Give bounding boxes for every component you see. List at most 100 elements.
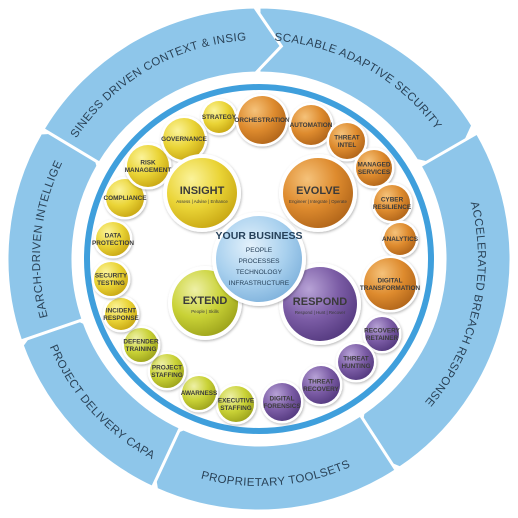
ring-segment-business-driven-context-insight: [40, 5, 284, 166]
service-bubble-compliance: COMPLIANCE: [103, 176, 148, 220]
quadrant-insight: INSIGHT Assess | Advise | Enhance: [163, 154, 241, 232]
quadrant-subtitle: Assess | Advise | Enhance: [176, 199, 228, 204]
bubble-label: HUNTING: [341, 363, 370, 370]
bubble-label: AWARNESS: [181, 390, 218, 397]
service-bubble-awarness: AWARNESS: [179, 373, 219, 413]
bubble-fill: [150, 354, 184, 388]
bubble-fill: [106, 179, 144, 217]
bubble-label: STRATEGY: [202, 114, 237, 121]
bubble-fill: [163, 118, 205, 160]
bubble-fill: [127, 145, 169, 187]
bubble-label: THREAT: [334, 135, 360, 142]
quadrant-title: EVOLVE: [296, 185, 340, 197]
quadrant-evolve: EVOLVE Engineer | Integrate | Operate: [279, 154, 357, 232]
bubble-label: GOVERNANCE: [161, 136, 208, 143]
bubble-label: PROJECT: [152, 365, 182, 372]
quadrant-fill: [283, 267, 357, 341]
bubble-fill: [218, 386, 254, 422]
quadrant-title: RESPOND: [293, 296, 347, 308]
bubble-fill: [203, 101, 235, 133]
bubble-label: STAFFING: [151, 372, 183, 379]
bubble-label: MANAGED: [357, 162, 390, 169]
bubble-fill: [94, 262, 128, 296]
bubble-label: THREAT: [308, 379, 334, 386]
bubble-fill: [329, 123, 365, 159]
quadrant-subtitle: Engineer | Integrate | Operate: [289, 199, 347, 204]
core-line-people: PEOPLE: [246, 247, 273, 254]
bubble-label: TRANSFORMATION: [360, 285, 421, 292]
bubble-label: RESILIENCE: [373, 204, 412, 211]
ring-segment-research-driven-intelligence: [5, 128, 100, 343]
bubble-fill: [291, 105, 331, 145]
bubble-label: AUTOMATION: [290, 122, 333, 129]
bubble-label: DIGITAL: [377, 278, 402, 285]
service-bubble-automation: AUTOMATION: [288, 102, 334, 148]
service-bubble-strategy: STRATEGY: [200, 98, 238, 136]
bubble-label: ORCHESTRATION: [234, 117, 290, 124]
bubble-label: RESPONSE: [103, 315, 139, 322]
ring-segment-scalable-adaptive-security: [257, 5, 475, 171]
quadrant-fill: [167, 158, 237, 228]
core-line-technology: TECHNOLOGY: [236, 269, 283, 276]
bubble-label: THREAT: [343, 356, 369, 363]
bubble-label: DIGITAL: [269, 396, 294, 403]
ring-segment-accelerated-breach-response: [354, 130, 513, 470]
bubble-label: STAFFING: [220, 405, 252, 412]
bubble-label: RETAINER: [366, 335, 399, 342]
bubble-label: RECOVERY: [303, 386, 339, 393]
inner-ring-band: [84, 84, 434, 434]
service-bubble-analytics: ANALYTICS: [381, 220, 419, 258]
bubble-fill: [105, 298, 137, 330]
core-line-infrastructure: INFRASTRUCTURE: [229, 280, 290, 287]
quadrant-subtitle: People | Skills: [191, 309, 219, 314]
bubble-fill: [364, 258, 416, 310]
bubble-label: PROTECTION: [92, 240, 134, 247]
bubble-fill: [124, 328, 158, 362]
bubble-label: TESTING: [97, 280, 125, 287]
bubble-fill: [384, 223, 416, 255]
bubble-fill: [374, 185, 410, 221]
service-bubble-orchestration: ORCHESTRATION: [234, 93, 290, 147]
bubble-label: SERVICES: [358, 169, 391, 176]
bubble-label: INCIDENT: [106, 308, 136, 315]
quadrant-bubbles: INSIGHT Assess | Advise | Enhance EVOLVE En…: [163, 154, 361, 345]
core-circle-fill: [216, 216, 302, 302]
bubble-fill: [182, 376, 216, 410]
bubble-label: TRAINING: [126, 346, 157, 353]
bubble-fill: [238, 96, 286, 144]
bubble-label: MANAGEMENT: [125, 167, 172, 174]
bubble-label: RECOVERY: [364, 328, 400, 335]
bubble-label: EXECUTIVE: [218, 398, 255, 405]
bubble-fill: [338, 344, 374, 380]
service-bubble-governance: GOVERNANCE: [160, 115, 208, 163]
quadrant-fill: [283, 158, 353, 228]
quadrant-title: INSIGHT: [180, 185, 225, 197]
bubble-fill: [263, 383, 301, 421]
bubble-label: ANALYTICS: [382, 236, 419, 243]
bubble-label: COMPLIANCE: [104, 195, 148, 202]
bubble-fill: [96, 222, 130, 256]
bubble-fill: [365, 317, 399, 351]
bubble-label: DEFENDER: [123, 339, 159, 346]
quadrant-subtitle: Respond | Hunt | Recover: [295, 310, 346, 315]
bubble-label: CYBER: [381, 197, 404, 204]
quadrant-respond: RESPOND Respond | Hunt | Recover: [279, 263, 361, 345]
outer-ring: [5, 5, 513, 513]
service-bubbles: STRATEGYORCHESTRATIONAUTOMATIONTHREATINT…: [91, 93, 421, 425]
